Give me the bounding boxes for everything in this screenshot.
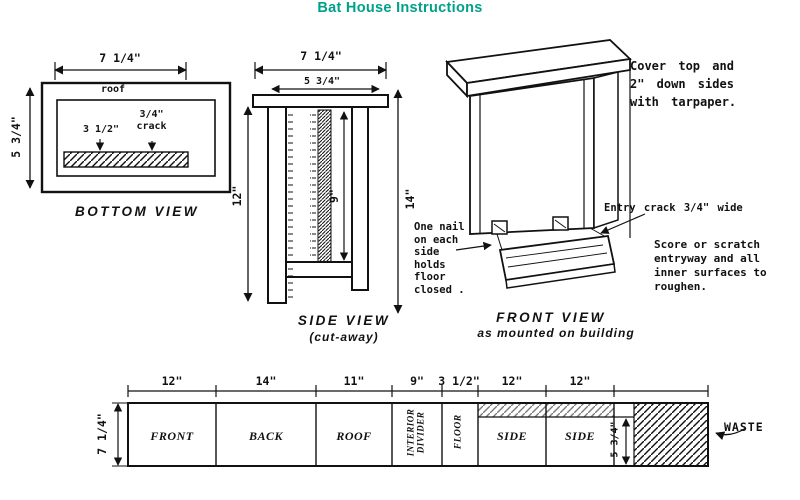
layout-dim-side1: 12" xyxy=(501,374,523,388)
layout-dim-roof: 11" xyxy=(343,374,365,388)
bv-inner-wall xyxy=(56,99,216,177)
sv-floor-board xyxy=(285,261,353,278)
side-view-caption: SIDE VIEW xyxy=(297,313,391,328)
bottom-view-width-dim: 7 1/4" xyxy=(99,51,141,65)
front-view-entry-crack-note: Entry crack 3/4" wide xyxy=(604,202,743,214)
fv-hinge-line-right xyxy=(589,227,607,238)
layout-side-width-dim: 5 3/4" xyxy=(609,421,621,458)
fv-nail-note-arrow xyxy=(455,241,492,251)
layout-label-back: BACK xyxy=(248,429,283,443)
fv-floor-edge-thickness xyxy=(505,263,616,289)
bv-outer-wall xyxy=(40,81,232,194)
fv-roof-fascia xyxy=(466,57,631,98)
fv-hinge-line-left xyxy=(496,233,503,251)
layout-dim-back: 14" xyxy=(255,374,277,388)
fv-entry-crack-arrow xyxy=(600,213,646,234)
bottom-view-crack-label: 3/4" crack xyxy=(136,109,167,132)
side-view-caption-sub: (cut-away) xyxy=(309,330,379,344)
layout-dim-front: 12" xyxy=(161,374,183,388)
fv-nail-mark-left xyxy=(493,223,506,233)
cl-waste-block-hatch xyxy=(633,402,709,467)
front-view-score-note: Score or scratch entryway and all inner … xyxy=(654,238,767,293)
layout-label-roof: ROOF xyxy=(336,429,372,443)
page-title: Bat House Instructions xyxy=(317,0,483,16)
sv-front-scoring-ticks xyxy=(287,110,293,300)
layout-label-front: FRONT xyxy=(150,429,194,443)
cl-waste-arrow xyxy=(715,427,747,441)
fv-floor-grain-line-1 xyxy=(505,244,604,259)
side-view-divider-height-dim: 9" xyxy=(327,189,341,203)
front-view-tarpaper-note: Cover top and 2" down sides with tarpape… xyxy=(630,59,737,109)
cutting-layout-drawing xyxy=(112,385,747,467)
cl-section-dividers xyxy=(215,403,615,466)
bottom-view-height-dim: 5 3/4" xyxy=(9,116,23,158)
layout-dim-floor: 3 1/2" xyxy=(438,374,480,388)
layout-label-floor: FLOOR xyxy=(453,414,464,450)
layout-dim-side2: 12" xyxy=(569,374,591,388)
bottom-view-depth-dim: 3 1/2" xyxy=(82,124,120,135)
side-view-width-dim: 7 1/4" xyxy=(300,49,342,63)
sv-back-board xyxy=(351,106,369,291)
bottom-view-drawing xyxy=(25,62,232,194)
sv-front-board xyxy=(267,106,287,304)
bottom-view-caption: BOTTOM VIEW xyxy=(75,204,199,219)
layout-label-side1: SIDE xyxy=(496,429,527,443)
fv-body-front-face xyxy=(469,76,595,235)
layout-label-interior-divider: INTERIOR DIVIDER xyxy=(405,408,426,457)
bottom-view-roof-label: roof xyxy=(100,84,126,95)
cl-waste-strip-hatch xyxy=(478,403,614,417)
side-view-back-height-dim: 14" xyxy=(403,188,417,210)
layout-board-width-dim: 7 1/4" xyxy=(95,413,109,455)
fv-nail-mark-right xyxy=(554,219,567,229)
cl-board-width-witness xyxy=(112,402,128,467)
front-view-drawing xyxy=(445,39,646,289)
front-view-nail-note: One nail on each side holds floor closed… xyxy=(414,221,465,296)
sv-divider-scoring-ticks xyxy=(310,112,316,260)
bv-entry-crack-hatch xyxy=(63,151,189,168)
side-view-front-height-dim: 12" xyxy=(230,185,244,207)
layout-label-side2: SIDE xyxy=(564,429,595,443)
side-view-drawing xyxy=(243,62,403,314)
sv-roof-board xyxy=(252,94,389,108)
front-view-caption-sub: as mounted on building xyxy=(477,326,635,340)
front-view-caption: FRONT VIEW xyxy=(496,310,606,325)
fv-floor-grain-line-2 xyxy=(507,252,608,268)
layout-dim-divider: 9" xyxy=(410,374,424,388)
side-view-inner-width-dim: 5 3/4" xyxy=(303,76,341,87)
cl-top-dim-ticks xyxy=(127,385,709,397)
layout-waste-label: WASTE xyxy=(724,420,764,434)
